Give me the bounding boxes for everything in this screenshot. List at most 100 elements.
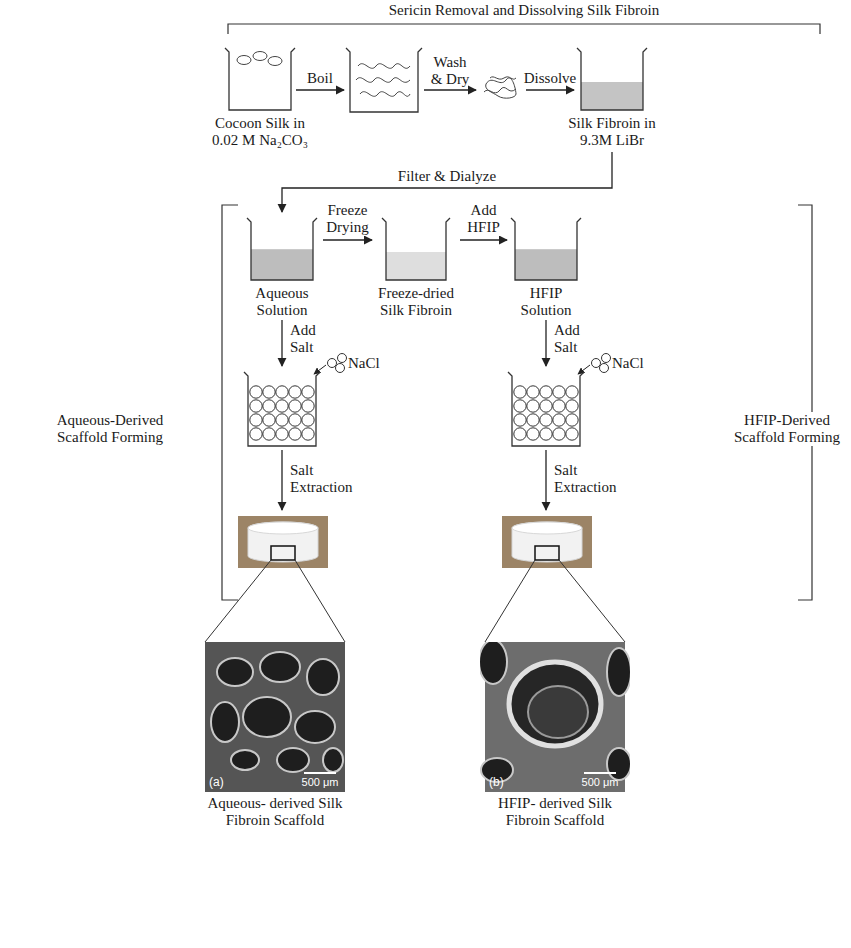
salt-crystal — [540, 428, 552, 440]
silk-fiber — [484, 77, 516, 93]
liquid — [386, 252, 446, 280]
aqueous-beaker: Aqueous Solution — [242, 214, 322, 319]
beaker — [247, 218, 317, 280]
silk-fiber — [356, 78, 410, 83]
stage-caption: HFIP Solution — [508, 285, 584, 319]
scaffold-photo — [512, 522, 582, 534]
salt-crystal — [592, 359, 601, 368]
salt-crystal — [566, 386, 578, 398]
pore — [295, 711, 335, 743]
salt-crystal — [328, 359, 337, 368]
salt-crystal — [540, 414, 552, 426]
step-label: Dissolve — [519, 70, 581, 87]
process-connector — [460, 239, 507, 240]
salt-crystal — [514, 386, 526, 398]
group-label: Aqueous-Derived Scaffold Forming — [50, 412, 170, 446]
pore — [480, 642, 507, 684]
step-label: Salt Extraction — [554, 462, 624, 496]
process-arrow — [545, 450, 546, 510]
silk-fiber — [360, 92, 410, 97]
pore — [323, 748, 343, 772]
liquid — [515, 249, 577, 280]
stage-caption: Aqueous- derived Silk Fibroin Scaffold — [200, 795, 350, 829]
salt-crystal — [553, 386, 565, 398]
salt-crystal — [263, 386, 275, 398]
salt-crystal — [250, 414, 262, 426]
salt-crystal — [302, 400, 314, 412]
scaffold-photo — [238, 516, 328, 568]
pore — [231, 750, 259, 770]
beaker — [225, 48, 295, 110]
beaker — [577, 48, 647, 110]
silk-fiber — [486, 78, 516, 98]
beaker-figure — [242, 214, 322, 282]
connector-label: Filter & Dialyze — [395, 168, 499, 185]
salt-crystal — [289, 428, 301, 440]
salt-crystal — [263, 428, 275, 440]
salt-crystal — [527, 386, 539, 398]
sem-image — [480, 642, 630, 792]
step-label: Salt Extraction — [290, 462, 360, 496]
connector-label: Add HFIP — [461, 202, 506, 236]
scaffold-photo — [512, 522, 582, 562]
salt-crystal — [602, 354, 611, 363]
step-label: Add Salt — [290, 322, 324, 356]
salt-crystal — [514, 428, 526, 440]
pore — [260, 652, 300, 682]
beaker-figure — [208, 44, 312, 112]
beaker-figure — [373, 214, 459, 282]
salt-crystal — [540, 400, 552, 412]
pore — [307, 659, 339, 695]
salt-crystal — [514, 400, 526, 412]
zoom-marker — [535, 546, 559, 560]
salt-crystal — [250, 428, 262, 440]
scaffold-photo — [502, 516, 592, 568]
scale-bar — [304, 772, 336, 774]
silk-fiber — [358, 64, 410, 69]
step-label: Add Salt — [554, 322, 588, 356]
process-connector — [323, 239, 372, 240]
pore — [607, 748, 630, 780]
salt-crystal — [250, 400, 262, 412]
stage-caption: HFIP- derived Silk Fibroin Scaffold — [480, 795, 630, 829]
stage-caption: Aqueous Solution — [242, 285, 322, 319]
reagent-label: NaCl — [348, 355, 392, 372]
zoom-line — [205, 560, 345, 642]
beaker — [382, 218, 450, 280]
salt-crystal — [566, 400, 578, 412]
image-annotation: (a) — [209, 775, 239, 789]
salt-crystal — [263, 400, 275, 412]
salt-crystal — [553, 428, 565, 440]
sem-image: (b)500 μmHFIP- derived Silk Fibroin Scaf… — [480, 642, 630, 829]
stage-caption: Freeze-dried Silk Fibroin — [373, 285, 459, 319]
pore — [528, 686, 588, 738]
scaffold-photo — [248, 522, 318, 562]
salt-crystal — [276, 428, 288, 440]
pore — [217, 658, 253, 686]
liquid — [251, 249, 313, 280]
salt-bed — [250, 386, 578, 440]
beaker-figure — [508, 214, 584, 282]
salt-crystal — [276, 400, 288, 412]
salt-crystal — [336, 364, 345, 373]
zoom-marker — [271, 546, 295, 560]
salt-crystal — [289, 386, 301, 398]
salt-crystal — [600, 364, 609, 373]
salt-crystal — [527, 428, 539, 440]
process-arrow — [281, 450, 282, 510]
salt-crystal — [263, 414, 275, 426]
process-arrow — [545, 320, 546, 366]
freeze-dried-beaker: Freeze-dried Silk Fibroin — [373, 214, 459, 319]
process-arrow — [296, 89, 344, 90]
salt-crystal — [250, 386, 262, 398]
bracket-title: Sericin Removal and Dissolving Silk Fibr… — [314, 2, 734, 19]
image-annotation: (b) — [489, 775, 519, 789]
image-annotation: 500 μm — [296, 776, 344, 789]
pore — [607, 648, 630, 696]
process-arrow — [526, 89, 574, 90]
bracket — [798, 205, 812, 600]
pore — [509, 662, 601, 746]
beaker — [244, 372, 320, 446]
beaker — [511, 218, 581, 280]
